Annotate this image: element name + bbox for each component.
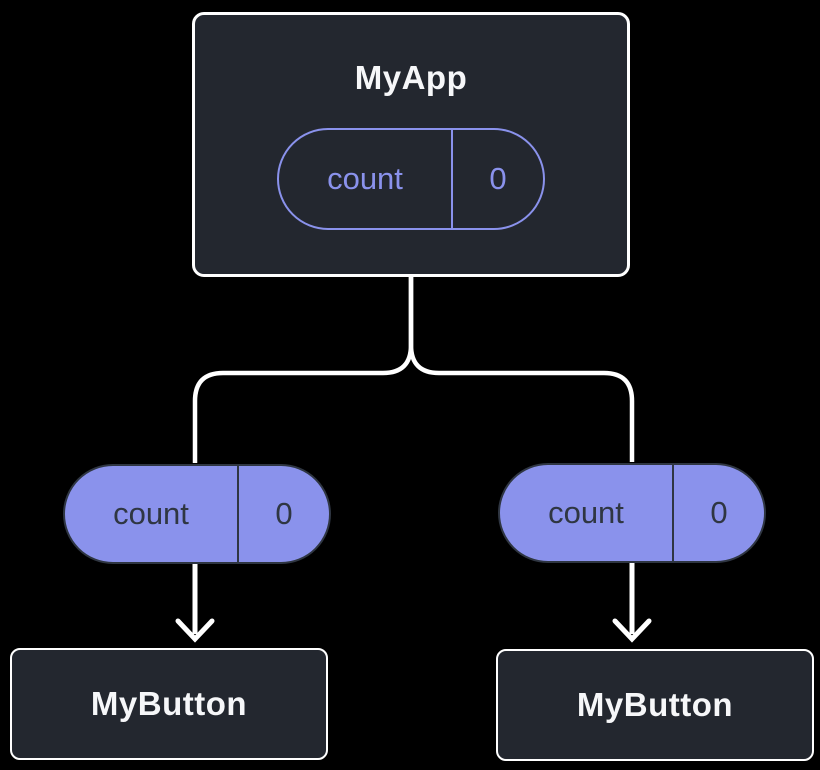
branch-line-left: [192, 275, 414, 463]
node-mybutton-label: MyButton: [90, 685, 248, 722]
node-myapp: MyApp count 0: [192, 12, 630, 277]
arrow-down-left-icon: [175, 564, 215, 643]
pill-divider: [237, 466, 239, 562]
prop-pill-value: 0: [275, 496, 293, 531]
arrow-down-right-icon: [612, 563, 652, 643]
state-pill-myapp: count 0: [277, 128, 545, 230]
state-pill-value: 0: [489, 161, 507, 196]
pill-divider: [451, 130, 453, 228]
branch-line-right: [408, 275, 635, 462]
node-mybutton-right: MyButton: [496, 649, 814, 761]
prop-pill-value: 0: [710, 495, 728, 530]
node-myapp-label: MyApp: [354, 59, 468, 96]
node-mybutton-left: MyButton: [10, 648, 328, 760]
prop-pill-left: count 0: [63, 464, 331, 564]
prop-pill-name: count: [548, 495, 624, 530]
state-pill-name: count: [327, 161, 403, 196]
prop-pill-right: count 0: [498, 463, 766, 563]
pill-divider: [672, 465, 674, 561]
node-mybutton-label: MyButton: [576, 686, 734, 723]
prop-pill-name: count: [113, 496, 189, 531]
